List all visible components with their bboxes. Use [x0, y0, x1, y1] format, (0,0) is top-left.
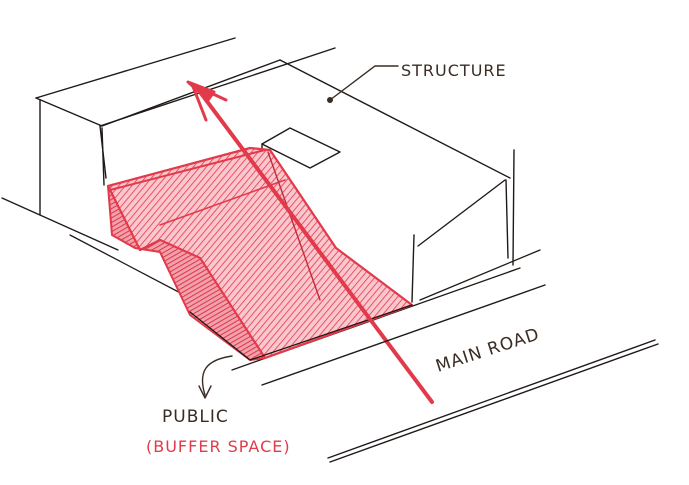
- structure-label: STRUCTURE: [401, 61, 507, 80]
- public-label: PUBLIC: [162, 407, 229, 427]
- structure-leader: [327, 66, 398, 103]
- buffer-space-label: (BUFFER SPACE): [146, 437, 291, 456]
- public-leader: [199, 356, 232, 398]
- public-buffer-volume: [108, 148, 412, 360]
- main-road-label: MAIN ROAD: [433, 324, 542, 376]
